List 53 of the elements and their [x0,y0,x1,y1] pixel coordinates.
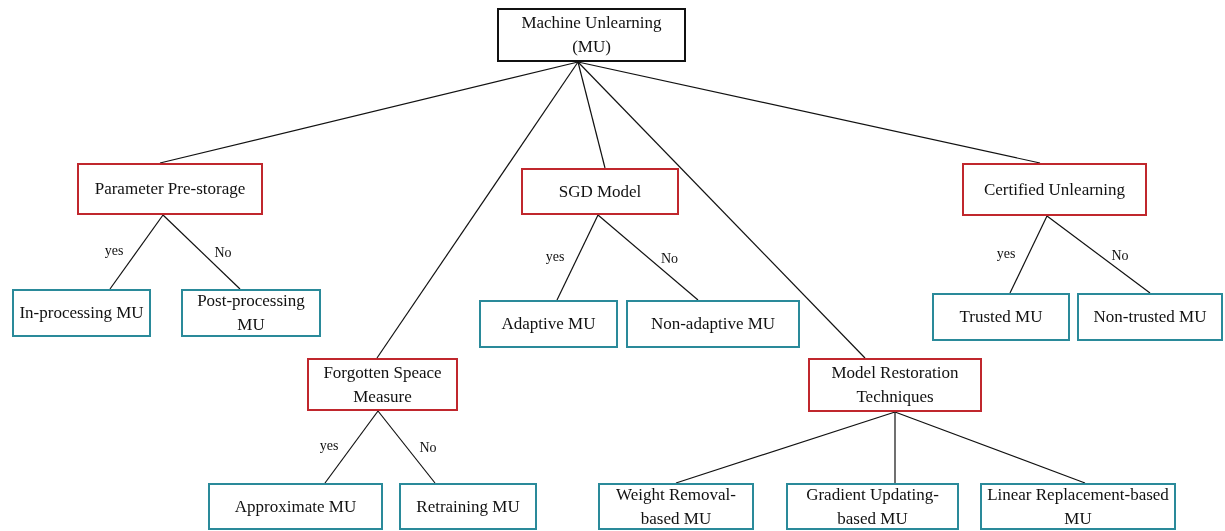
connector-line [577,61,606,169]
edge-label: No [1110,248,1130,263]
category-box [808,358,982,412]
edge-label: No [418,441,438,455]
connector-line [1046,215,1151,294]
node-label: Weight Removal-based MU [615,483,737,530]
root-box [497,8,686,62]
category-box [307,358,458,411]
method-box [932,293,1070,341]
node-label: Certified Unlearning [983,178,1126,201]
connector-line [577,61,1041,164]
connector-line [162,214,241,290]
method-box [1077,293,1223,341]
node-label: Non-trusted MU [1093,306,1207,328]
connector-line [675,411,896,484]
connector-line [894,411,896,484]
connector-line [324,410,379,484]
connector-line [109,214,164,290]
node-label: Trusted MU [959,306,1043,328]
method-box [208,483,383,530]
method-box [399,483,537,530]
node-label: Forgotten Speace Measure [322,361,443,408]
node-label: Parameter Pre-storage [94,178,246,200]
node-label: Post-processing MU [196,290,306,336]
connector-line [556,214,599,301]
edge-label: No [213,246,233,260]
category-box [962,163,1147,216]
node-label: Machine Unlearning (MU) [520,12,663,58]
edge-label: No [660,251,680,266]
category-box [77,163,263,215]
method-box [479,300,618,348]
node-label: Adaptive MU [501,313,596,335]
connector-line [377,410,436,484]
connector-line [597,214,699,301]
method-box [786,483,959,530]
connector-line [376,61,579,359]
node-label: Retraining MU [416,495,520,518]
connector-line [894,411,1086,484]
connector-line [159,61,579,164]
method-box [12,289,151,337]
node-label: Model Restoration Techniques [830,362,960,408]
connector-line [1009,215,1048,294]
category-box [521,168,679,215]
node-label: SGD Model [558,180,642,203]
method-box [181,289,321,337]
connector-line [577,61,866,359]
node-label: In-processing MU [19,302,144,324]
node-label: Gradient Updating-based MU [805,483,940,530]
node-label: Non-adaptive MU [650,313,776,335]
node-label: Approximate MU [234,495,357,518]
method-box [598,483,754,530]
node-label: Linear Replacement-based MU [986,483,1170,530]
method-box [626,300,800,348]
